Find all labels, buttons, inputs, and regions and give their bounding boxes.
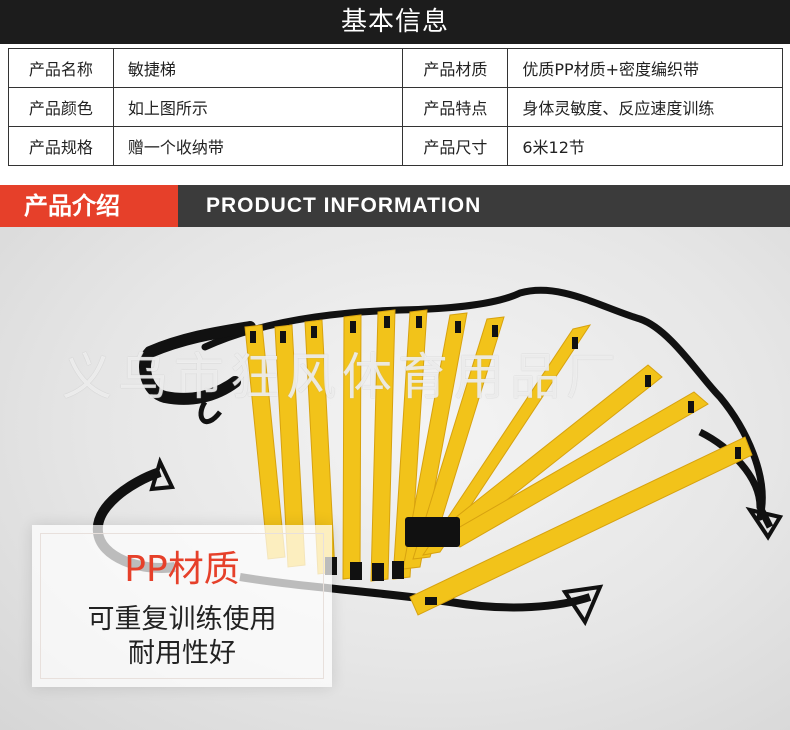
header-title: 基本信息 — [340, 7, 449, 37]
spec-label: 产品名称 — [8, 48, 114, 88]
card-title: PP材质 — [124, 549, 240, 590]
spec-value: 敏捷梯 — [112, 48, 404, 88]
spec-value: 如上图所示 — [112, 87, 404, 127]
product-photo: 义乌市狂风体育用品厂 PP材质 可重复训练使用 耐用性好 — [0, 227, 790, 730]
section-title-cn: 产品介绍 — [0, 185, 178, 227]
spec-value: 身体灵敏度、反应速度训练 — [507, 87, 783, 127]
info-card: PP材质 可重复训练使用 耐用性好 — [32, 525, 332, 687]
table-row: 产品颜色 如上图所示 产品特点 身体灵敏度、反应速度训练 — [8, 87, 783, 127]
card-line-1: 可重复训练使用 — [87, 604, 277, 635]
header-bar: 基本信息 — [0, 0, 790, 44]
spec-value: 6米12节 — [507, 126, 783, 166]
table-row: 产品名称 敏捷梯 产品材质 优质PP材质+密度编织带 — [8, 48, 783, 88]
watermark: 义乌市狂风体育用品厂 — [62, 348, 622, 406]
spec-label: 产品材质 — [402, 48, 509, 88]
spec-label: 产品规格 — [8, 126, 114, 166]
spec-value: 赠一个收纳带 — [112, 126, 404, 166]
spec-label: 产品特点 — [402, 87, 509, 127]
table-row: 产品规格 赠一个收纳带 产品尺寸 6米12节 — [8, 126, 783, 166]
card-line-2: 耐用性好 — [128, 638, 236, 669]
section-header: 产品介绍 PRODUCT INFORMATION — [0, 185, 790, 227]
spec-label: 产品尺寸 — [402, 126, 509, 166]
info-card-frame: PP材质 可重复训练使用 耐用性好 — [40, 533, 324, 679]
spec-label: 产品颜色 — [8, 87, 114, 127]
spec-table: 产品名称 敏捷梯 产品材质 优质PP材质+密度编织带 产品颜色 如上图所示 产品… — [8, 48, 783, 166]
spec-value: 优质PP材质+密度编织带 — [507, 48, 783, 88]
section-title-en: PRODUCT INFORMATION — [206, 194, 482, 217]
